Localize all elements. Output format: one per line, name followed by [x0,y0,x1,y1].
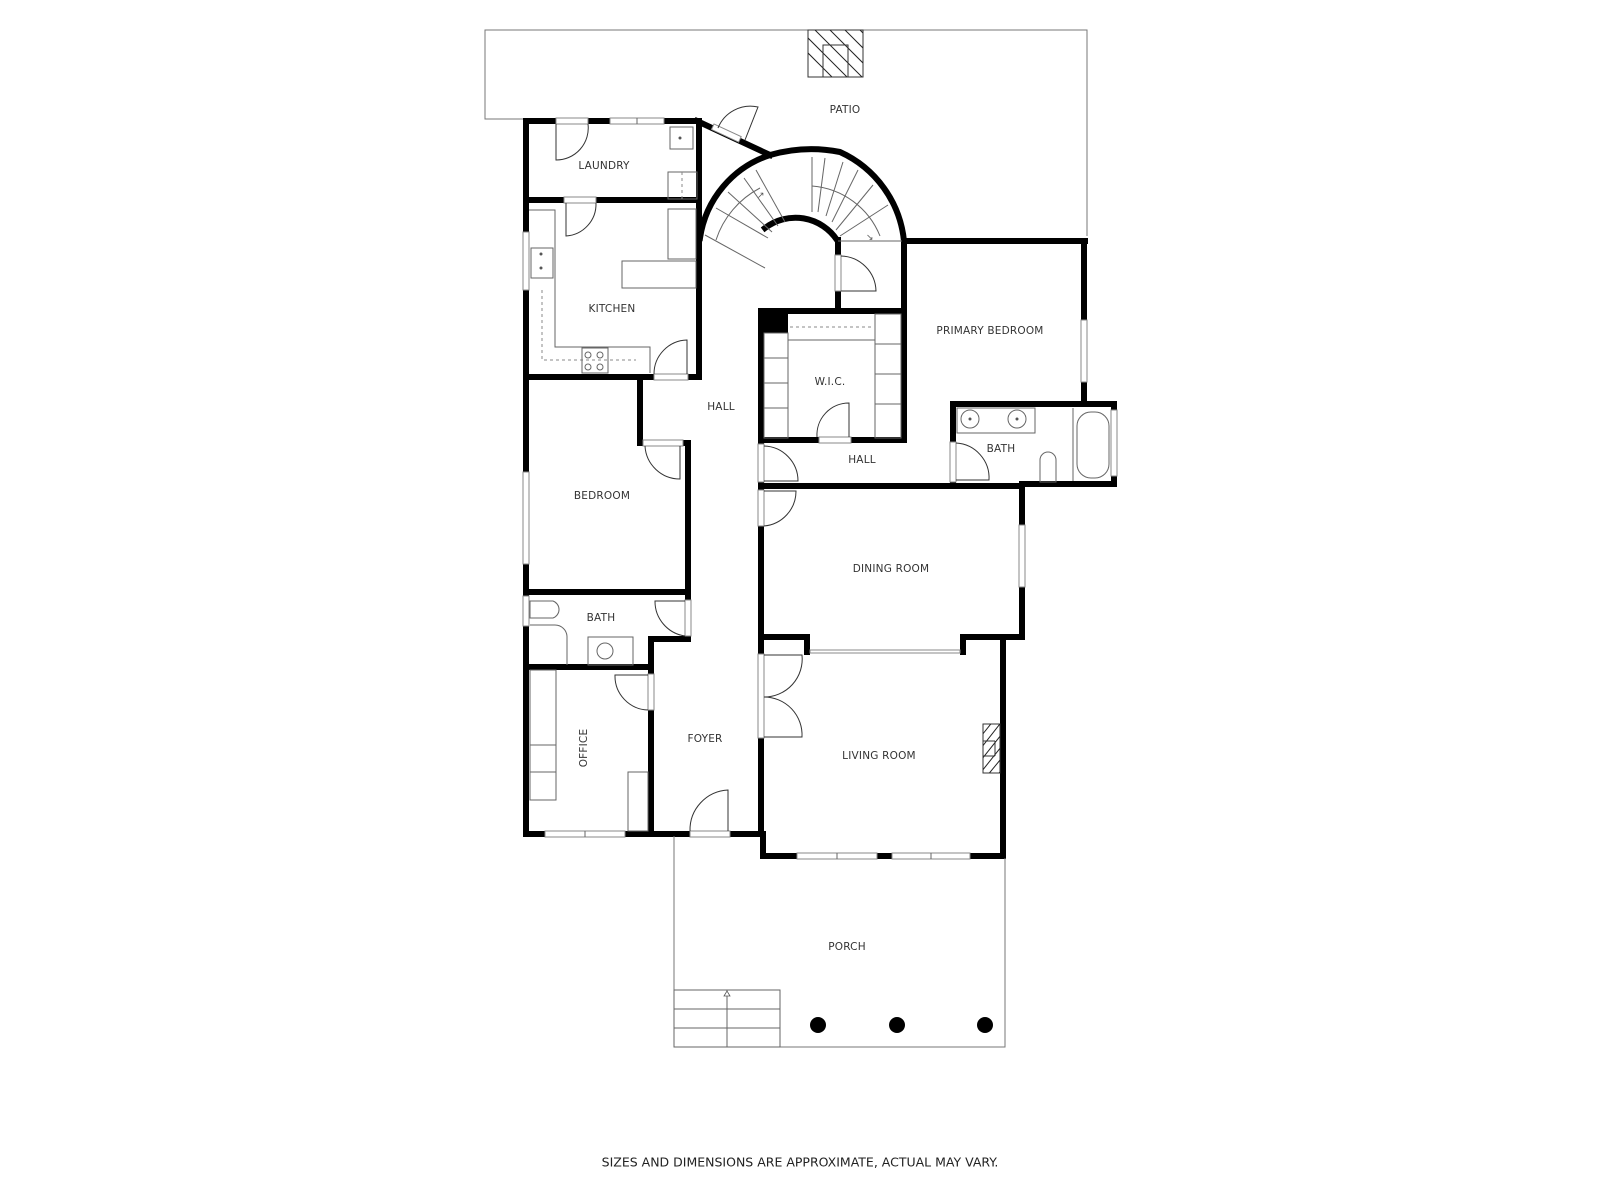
bath-fixtures [529,600,634,666]
column-icon [977,1017,993,1033]
laundry-fixtures [667,126,698,200]
room-label-dining-room: DINING ROOM [852,563,930,575]
room-label-hall-upper: HALL [707,401,735,413]
column-icon [889,1017,905,1033]
chimney-icon [807,29,864,78]
disclaimer-text: SIZES AND DIMENSIONS ARE APPROXIMATE, AC… [601,1154,999,1170]
svg-text:↘: ↘ [866,233,874,243]
primary-bath-fixtures [956,407,1110,483]
porch-area [673,836,1006,1048]
porch-columns [810,1017,993,1033]
interior-walls [523,118,1087,837]
room-label-bath: BATH [586,612,616,624]
fireplace-icon [982,723,1001,774]
entry-steps-icon [673,989,781,1048]
column-icon [810,1017,826,1033]
svg-text:↗: ↗ [757,191,765,201]
curved-staircase-icon: ↗ ↘ [704,157,902,269]
room-label-bedroom: BEDROOM [573,490,631,502]
patio-area [484,29,1088,236]
room-label-foyer: FOYER [687,733,723,745]
room-label-hall-middle: HALL [848,454,876,466]
office-fixtures [529,669,649,832]
room-label-primary-bath: BATH [986,443,1016,455]
kitchen-fixtures [529,208,697,374]
room-label-patio: PATIO [829,104,861,116]
room-label-kitchen: KITCHEN [588,303,636,315]
wic-shelving [763,313,902,439]
room-label-laundry: LAUNDRY [578,160,630,172]
windows [522,117,1118,860]
room-label-living-room: LIVING ROOM [842,750,916,762]
room-label-primary-bedroom: PRIMARY BEDROOM [936,325,1044,337]
room-label-office: OFFICE [578,728,590,768]
room-label-wic: W.I.C. [814,376,846,388]
doors [555,105,990,838]
room-label-porch: PORCH [828,941,866,953]
